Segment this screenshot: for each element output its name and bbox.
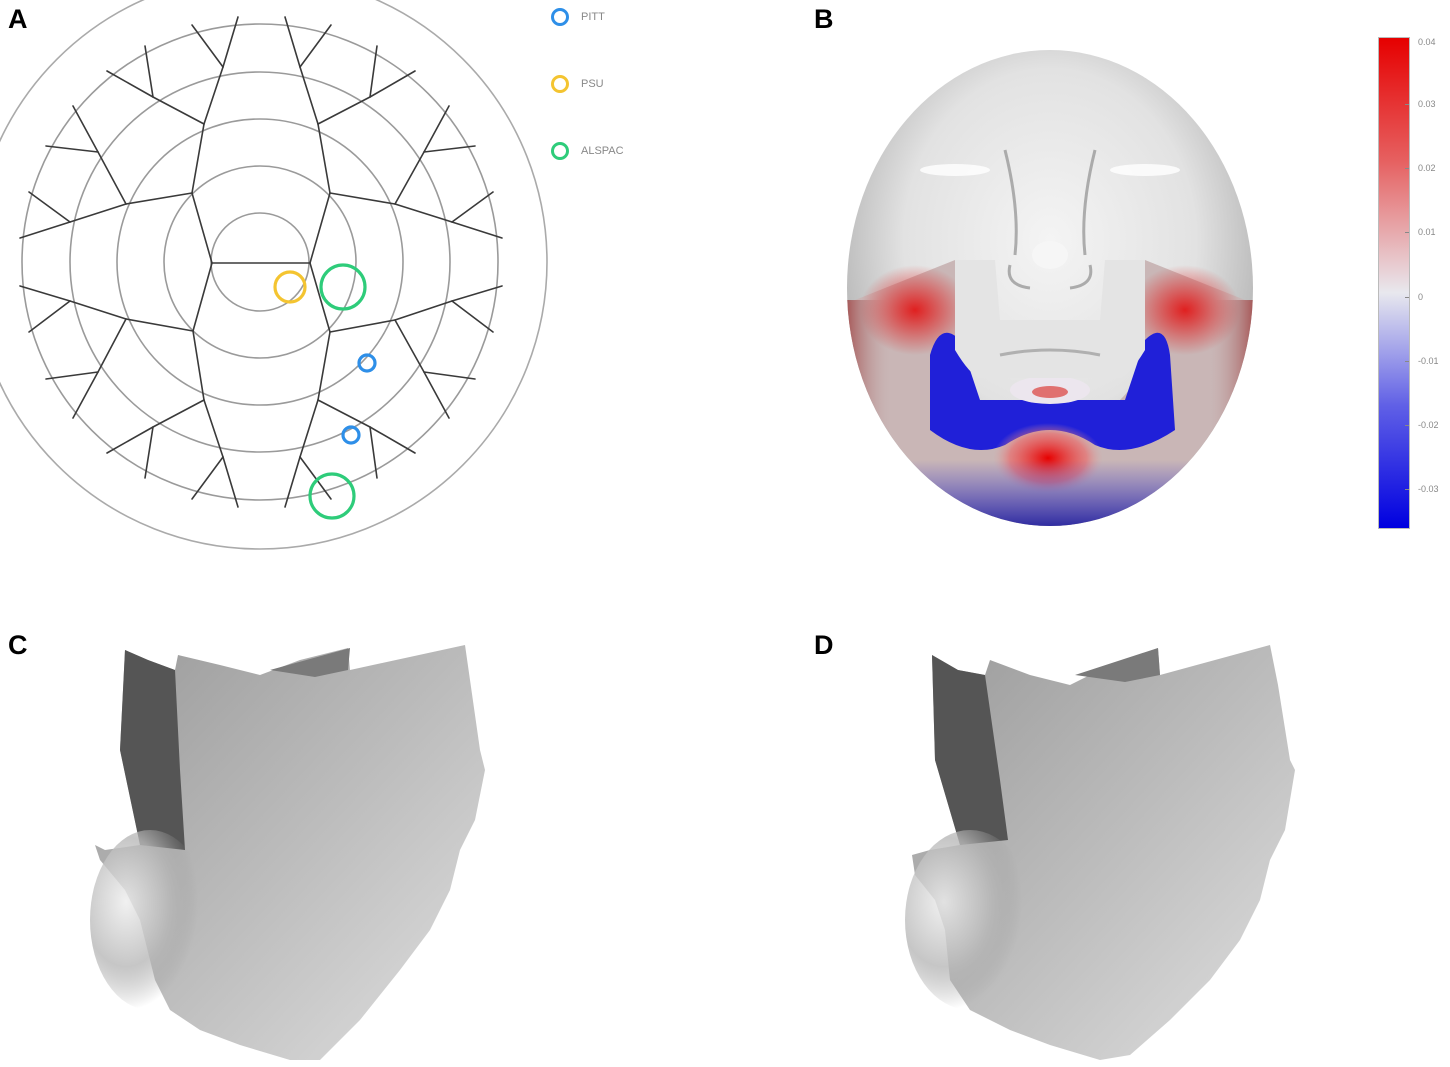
colorbar-tickmark	[1405, 489, 1409, 490]
pitt-marker	[357, 353, 377, 373]
psu-marker	[273, 270, 307, 304]
colorbar-tick: -0.03	[1418, 484, 1439, 494]
face-segment-render-c	[90, 645, 485, 1060]
colorbar-tickmark	[1405, 297, 1409, 298]
colorbar-tickmark	[1405, 168, 1409, 169]
radial-hierarchy-diagram	[0, 0, 548, 550]
colorbar-tick: 0.03	[1418, 99, 1436, 109]
legend-item-pitt: PITT	[551, 8, 605, 26]
circle-icon	[551, 75, 569, 93]
colorbar-tick: -0.01	[1418, 356, 1439, 366]
colorbar-tick: -0.02	[1418, 420, 1439, 430]
panel-label-b: B	[814, 4, 834, 34]
panel-label-a: A	[8, 4, 28, 34]
colorbar	[1378, 37, 1410, 529]
panel-label-c: C	[8, 630, 28, 660]
circle-icon	[551, 142, 569, 160]
legend-item-alspac: ALSPAC	[551, 142, 624, 160]
panel-label-d: D	[814, 630, 834, 660]
legend-item-psu: PSU	[551, 75, 604, 93]
colorbar-tick: 0.02	[1418, 163, 1436, 173]
pitt-marker	[341, 425, 361, 445]
alspac-marker	[308, 472, 356, 520]
face-segment-render-d	[905, 645, 1295, 1060]
colorbar-tickmark	[1405, 232, 1409, 233]
colorbar-tick: 0.01	[1418, 227, 1436, 237]
face-heatmap	[847, 50, 1253, 526]
circle-icon	[551, 8, 569, 26]
colorbar-tickmark	[1405, 361, 1409, 362]
alspac-marker	[319, 263, 367, 311]
colorbar-tickmark	[1405, 425, 1409, 426]
colorbar-tick: 0.04	[1418, 37, 1436, 47]
colorbar-tickmark	[1405, 104, 1409, 105]
colorbar-tick: 0	[1418, 292, 1424, 302]
